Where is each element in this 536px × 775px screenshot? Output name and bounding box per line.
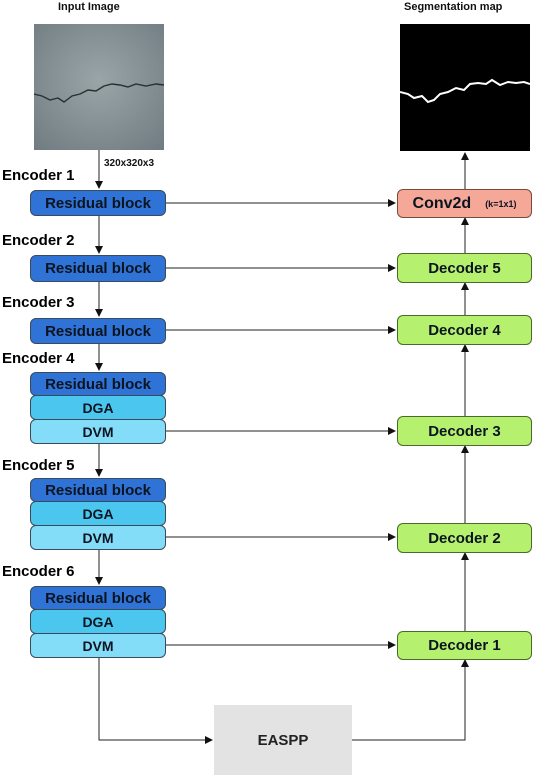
encoder-6-dga-block: DGA xyxy=(30,609,166,634)
decoder-2-block: Decoder 2 xyxy=(397,523,532,553)
encoder-5-residual-block: Residual block xyxy=(30,478,166,502)
encoder-4-dga-block: DGA xyxy=(30,395,166,420)
decoder-5-block: Decoder 5 xyxy=(397,253,532,283)
encoder-5-dga-block: DGA xyxy=(30,501,166,526)
easpp-block: EASPP xyxy=(214,705,352,775)
encoder-4-residual-block: Residual block xyxy=(30,372,166,396)
encoder-3-residual-block: Residual block xyxy=(30,318,166,344)
decoder-4-block: Decoder 4 xyxy=(397,315,532,345)
conv2d-label: Conv2d xyxy=(413,195,472,213)
encoder-5-dvm-block: DVM xyxy=(30,525,166,550)
encoder-2-residual-block: Residual block xyxy=(30,255,166,282)
decoder-3-block: Decoder 3 xyxy=(397,416,532,446)
encoder-4-dvm-block: DVM xyxy=(30,419,166,444)
decoder-1-block: Decoder 1 xyxy=(397,631,532,660)
encoder-6-dvm-block: DVM xyxy=(30,633,166,658)
conv2d-kernel-label: (k=1x1) xyxy=(485,199,516,209)
encoder-6-residual-block: Residual block xyxy=(30,586,166,610)
conv2d-block: Conv2d (k=1x1) xyxy=(397,189,532,218)
encoder-1-residual-block: Residual block xyxy=(30,190,166,216)
